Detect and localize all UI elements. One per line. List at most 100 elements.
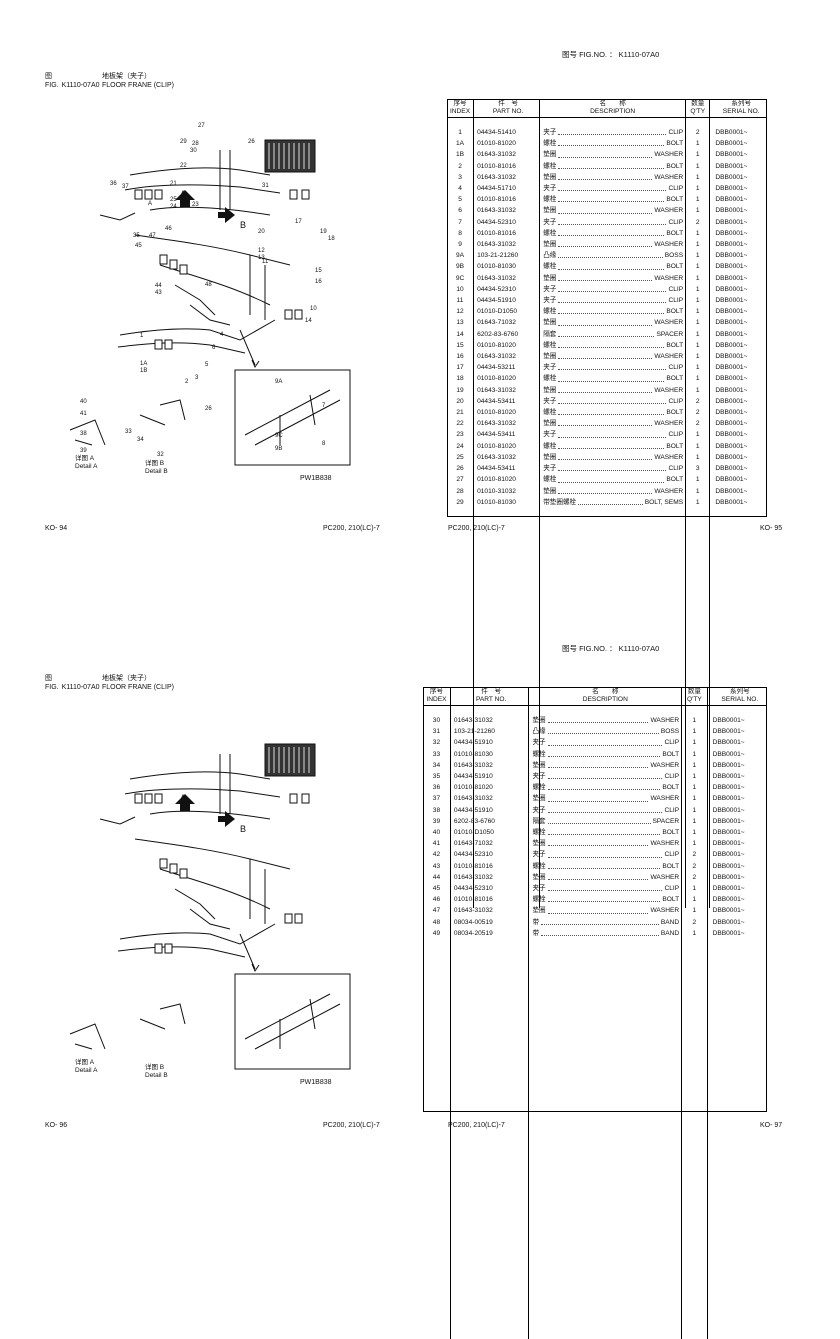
- row-part-no: 01010-81030: [450, 749, 529, 760]
- row-qty: 1: [686, 362, 710, 373]
- callout-label: 14: [305, 318, 312, 324]
- row-part-no: 04434-51410: [474, 127, 540, 138]
- desc-cn: 螺栓: [540, 194, 556, 205]
- row-qty: 1: [682, 749, 707, 760]
- row-serial: DBB0001~: [710, 261, 767, 272]
- leader-dots: [558, 250, 662, 258]
- leader-dots: [558, 205, 652, 213]
- leader-dots: [558, 463, 666, 471]
- fig-label-cn: 图: [45, 73, 52, 80]
- desc-en: BOLT: [666, 340, 685, 351]
- desc-cn: 夹子: [540, 183, 556, 194]
- clip-part: [155, 794, 162, 803]
- row-part-no: 04434-53211: [474, 362, 540, 373]
- figure-title-cn: 地板架（夹子）: [102, 674, 174, 683]
- row-serial: DBB0001~: [707, 760, 767, 771]
- figure-title-en: FLOOR FRANE (CLIP): [102, 81, 174, 90]
- leader-dots: [558, 452, 652, 460]
- row-index: 37: [423, 793, 450, 804]
- view-label-a: A: [180, 793, 186, 803]
- row-qty: 1: [682, 894, 707, 905]
- row-qty: 1: [686, 284, 710, 295]
- desc-en: BOLT, SEMS: [645, 497, 685, 508]
- desc-en: WASHER: [654, 418, 685, 429]
- row-part-no: 08034-20519: [450, 928, 529, 939]
- clip-part: [135, 794, 142, 803]
- row-serial: DBB0001~: [710, 441, 767, 452]
- desc-cn: 带: [529, 928, 539, 939]
- desc-en: CLIP: [664, 737, 681, 748]
- figure-title: 地板架（夹子） FLOOR FRANE (CLIP): [102, 72, 174, 90]
- row-serial: DBB0001~: [710, 306, 767, 317]
- pipe-line: [220, 754, 230, 814]
- leader-dots: [548, 793, 649, 801]
- desc-cn: 螺栓: [540, 306, 556, 317]
- desc-en: CLIP: [668, 295, 685, 306]
- drawing-code: PW1B838: [300, 1079, 332, 1086]
- desc-en: CLIP: [668, 284, 685, 295]
- detail-a-caption-en: Detail A: [75, 1067, 98, 1074]
- leader-dots: [558, 486, 652, 494]
- row-qty: 1: [686, 172, 710, 183]
- callout-label: A: [148, 201, 152, 207]
- row-serial: DBB0001~: [707, 827, 767, 838]
- desc-cn: 隔套: [529, 816, 545, 827]
- row-qty: 1: [686, 295, 710, 306]
- row-qty: 1: [686, 351, 710, 362]
- row-part-no: 01643-31032: [474, 452, 540, 463]
- page-number-left: KO- 94: [45, 524, 67, 533]
- callout-label: 18: [328, 236, 335, 242]
- row-part-no: 01010-D1050: [450, 827, 529, 838]
- row-part-no: 04434-52310: [450, 883, 529, 894]
- row-part-no: 04434-51910: [474, 295, 540, 306]
- row-index: 29: [447, 497, 474, 508]
- row-qty: 1: [686, 149, 710, 160]
- callout-label: 34: [137, 437, 144, 443]
- row-index: 46: [423, 894, 450, 905]
- row-part-no: 01010-81016: [450, 861, 529, 872]
- desc-cn: 夹子: [540, 284, 556, 295]
- pipe-line: [190, 909, 230, 929]
- row-serial: DBB0001~: [707, 838, 767, 849]
- desc-en: CLIP: [664, 883, 681, 894]
- desc-cn: 夹子: [540, 127, 556, 138]
- desc-cn: 垫圈: [540, 273, 556, 284]
- callout-label: 28: [192, 141, 199, 147]
- row-qty: 1: [686, 161, 710, 172]
- row-serial: DBB0001~: [710, 385, 767, 396]
- callout-label: 9B: [275, 446, 282, 452]
- row-index: 7: [447, 217, 474, 228]
- model-label-right: PC200, 210(LC)-7: [448, 524, 505, 533]
- row-serial: DBB0001~: [710, 429, 767, 440]
- model-label-left: PC200, 210(LC)-7: [323, 1121, 380, 1130]
- clip-part: [285, 310, 292, 319]
- callout-label: 30: [190, 148, 197, 154]
- leader-dots: [558, 373, 664, 381]
- row-part-no: 6202-83-6760: [450, 816, 529, 827]
- callout-label: 15: [315, 268, 322, 274]
- fig-code: K1110-07A0: [62, 683, 100, 692]
- desc-cn: 夹子: [529, 771, 545, 782]
- desc-en: WASHER: [650, 793, 681, 804]
- leader-dots: [558, 351, 652, 359]
- row-qty: 2: [686, 396, 710, 407]
